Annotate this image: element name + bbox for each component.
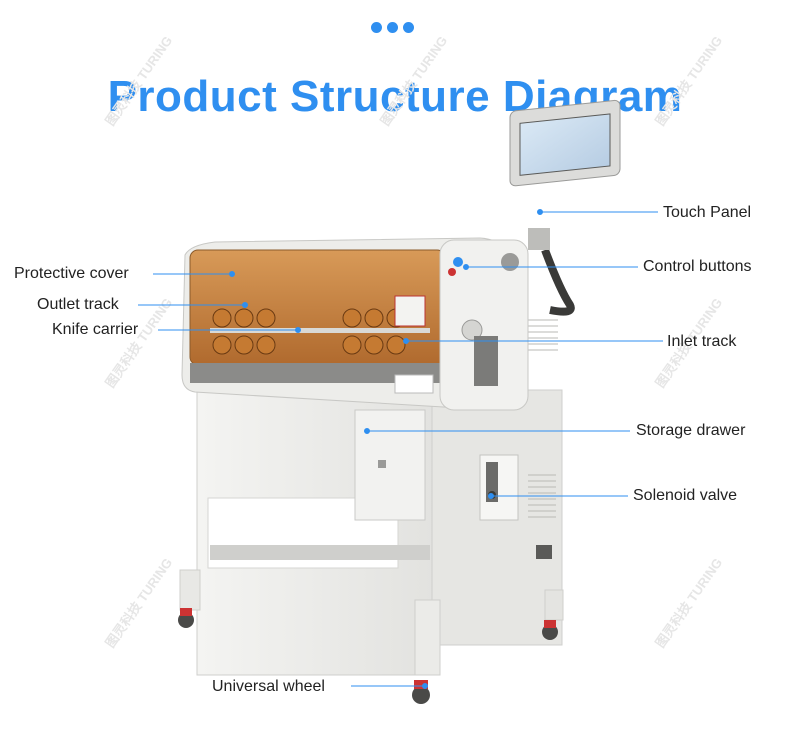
label-storage-drawer: Storage drawer (636, 422, 746, 439)
touch-panel (509, 99, 621, 250)
label-outlet-track: Outlet track (37, 296, 119, 313)
label-control-buttons: Control buttons (643, 258, 752, 275)
leader-dot (242, 302, 248, 308)
label-protective-cover: Protective cover (14, 265, 129, 282)
label-solenoid-valve: Solenoid valve (633, 487, 738, 504)
header-dot (387, 22, 398, 33)
leader-lines (138, 209, 663, 689)
leader-dot (229, 271, 235, 277)
leader-dot (537, 209, 543, 215)
storage-drawer (354, 409, 426, 521)
cutting-head (181, 237, 521, 409)
leader-dot (403, 338, 409, 344)
header-dot (371, 22, 382, 33)
leader-dot (295, 327, 301, 333)
label-touch-panel: Touch Panel (663, 204, 752, 221)
vent-grille (528, 319, 558, 518)
label-knife-carrier: Knife carrier (52, 321, 139, 338)
header-dot (403, 22, 414, 33)
leader-dot (463, 264, 469, 270)
side-column (439, 239, 575, 411)
solenoid-valve (479, 454, 552, 559)
wheel (178, 608, 558, 704)
header-dots (371, 22, 414, 33)
label-inlet-track: Inlet track (667, 333, 737, 350)
leader-dot (364, 428, 370, 434)
label-universal-wheel: Universal wheel (212, 678, 325, 695)
leader-dot (422, 683, 428, 689)
leader-dot (488, 493, 494, 499)
